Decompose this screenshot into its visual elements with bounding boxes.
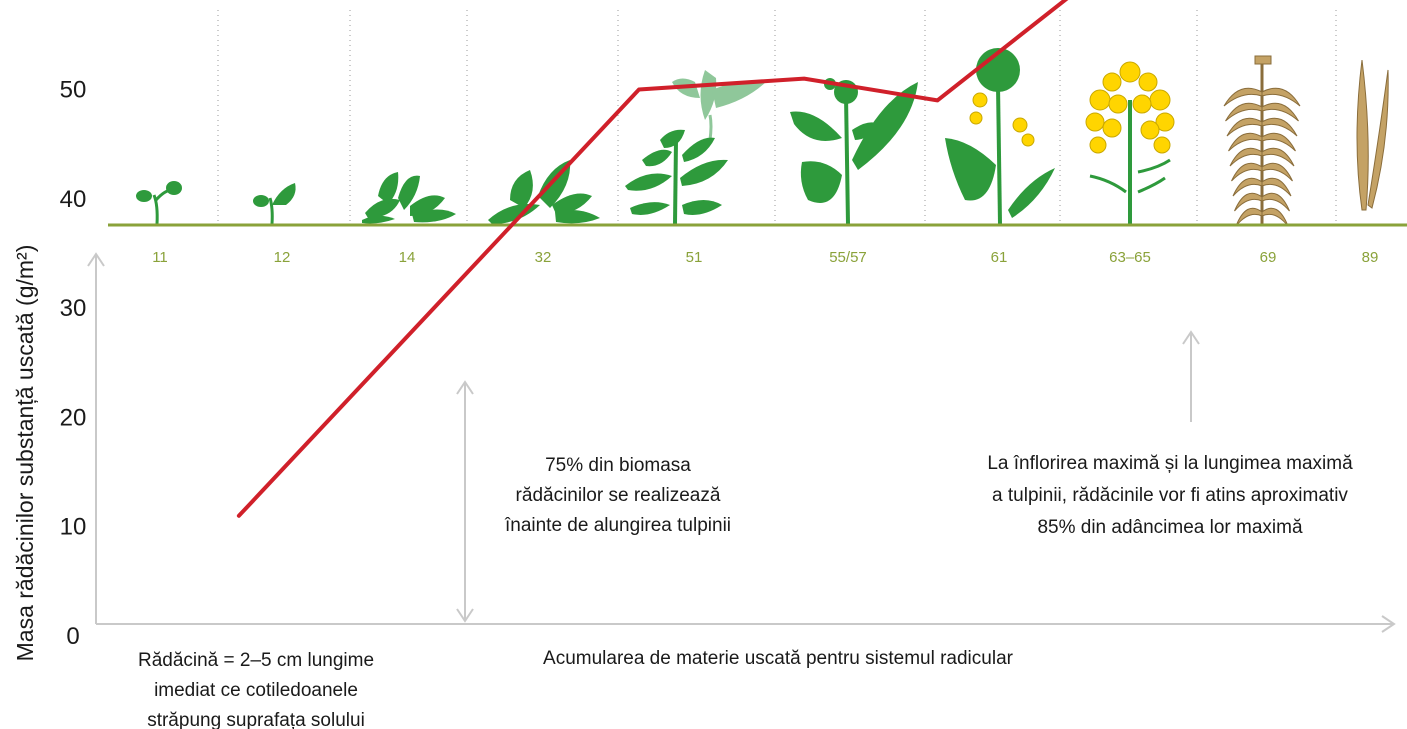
stage-label: 55/57 [829,249,867,266]
annotation-max-root-line-2: a tulpinii, rădăcinile vor fi atins apro… [992,485,1348,506]
stage-label: 11 [152,249,168,266]
ripe-pod-icon [1356,59,1389,211]
annotation-biomass-line-1: 75% din biomasa [545,455,691,476]
rosette-icon [362,172,456,224]
stage-label: 12 [274,249,291,266]
annotation-root-line-3: străpung suprafața solului [147,710,365,729]
growth-stage-labels: 11 12 14 32 51 55/57 61 63–65 69 89 [152,249,1378,266]
annotation-root-length: Rădăcină = 2–5 cm lungime imediat ce cot… [138,650,374,729]
y-tick-label: 30 [60,295,87,322]
stage-label: 69 [1260,249,1277,266]
annotation-biomass: 75% din biomasa rădăcinilor se realizeaz… [504,455,731,536]
pod-development-icon [1223,55,1301,227]
stage-label: 51 [686,249,703,266]
plant-illustrations [136,48,1389,227]
stage-label: 89 [1362,249,1379,266]
annotation-biomass-line-3: înainte de alungirea tulpinii [504,515,731,536]
annotation-biomass-line-2: rădăcinilor se realizează [516,485,721,506]
y-tick-label: 20 [60,404,87,431]
series-line [236,0,1069,518]
annotation-root-line-1: Rădăcină = 2–5 cm lungime [138,650,374,671]
stage-label: 32 [535,249,552,266]
y-tick-label: 50 [60,77,87,104]
x-axis [96,615,1396,633]
y-axis-title: Masa rădăcinilor substanță uscată (g/m²) [12,245,38,662]
annotation-root-line-2: imediat ce cotiledoanele [154,680,358,701]
seedling-cotyledon-icon [136,181,182,225]
y-tick-label: 0 [66,623,79,650]
first-flowers-icon [945,48,1055,225]
annotation-max-root: La înflorirea maximă și la lungimea maxi… [987,453,1353,538]
stem-elongation-icon [790,78,918,225]
y-tick-label: 10 [60,514,87,541]
bud-visible-icon [625,70,768,225]
max-root-arrow [1182,330,1200,422]
annotation-max-root-line-1: La înflorirea maximă și la lungimea maxi… [987,453,1353,474]
y-tick-label: 40 [60,186,87,213]
stage-label: 61 [991,249,1008,266]
annotation-max-root-line-3: 85% din adâncimea lor maximă [1037,517,1303,538]
seedling-two-leaf-icon [253,183,296,225]
x-axis-title: Acumularea de materie uscată pentru sist… [543,648,1014,669]
y-axis [87,252,105,624]
biomass-double-arrow [456,380,474,623]
root-mass-series [236,0,1069,518]
stage-label: 63–65 [1109,249,1151,266]
y-tick-labels: 010203040506070 [60,77,87,651]
stage-dividers [217,10,1337,222]
full-flowering-icon [1085,61,1175,224]
stage-label: 14 [399,249,416,266]
